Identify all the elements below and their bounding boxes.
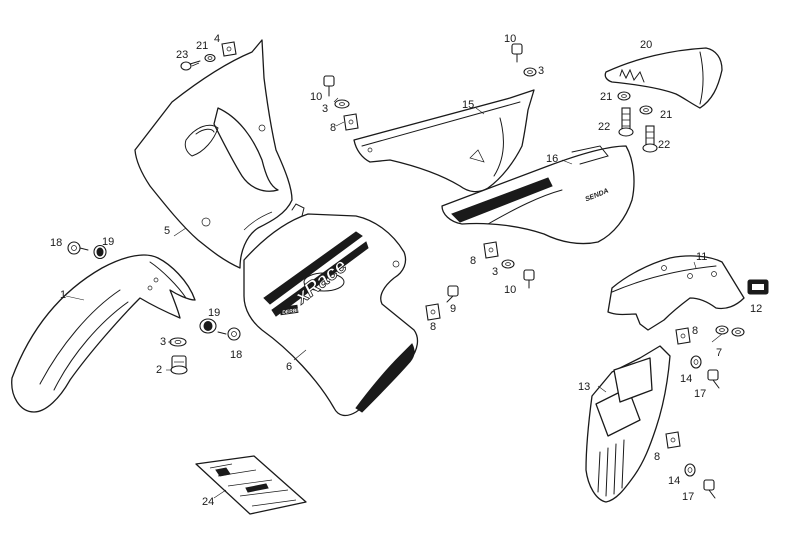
callout-20: 20 bbox=[640, 39, 652, 51]
bolt-10-top bbox=[511, 43, 523, 63]
callout-19-right: 19 bbox=[208, 307, 220, 319]
callout-17-upper: 17 bbox=[694, 388, 706, 400]
number-plate-cover bbox=[243, 203, 419, 417]
nut-clip-8-center bbox=[343, 113, 359, 131]
callout-17-lower: 17 bbox=[682, 491, 694, 503]
fastener-18-left bbox=[67, 241, 89, 255]
callout-6: 6 bbox=[286, 361, 292, 373]
callout-3-front: 3 bbox=[160, 336, 166, 348]
bolt-10-center bbox=[323, 75, 335, 97]
clip-4 bbox=[221, 41, 237, 57]
washer-3-front bbox=[169, 337, 187, 347]
callout-3-lower: 3 bbox=[492, 266, 498, 278]
callout-22-left: 22 bbox=[598, 121, 610, 133]
sticker-sheet-24 bbox=[195, 455, 307, 515]
callout-9: 9 bbox=[450, 303, 456, 315]
clip-12 bbox=[747, 279, 769, 295]
callout-21-cowl-right: 21 bbox=[660, 109, 672, 121]
callout-14-lower: 14 bbox=[668, 475, 680, 487]
screw-23 bbox=[180, 60, 201, 71]
callout-18-right: 18 bbox=[230, 349, 242, 361]
front-mudguard bbox=[11, 254, 196, 413]
nut-clip-8-right-upper bbox=[675, 327, 691, 345]
callout-labels: 1 2 3 3 3 3 4 5 6 7 8 8 8 8 8 9 10 10 10… bbox=[50, 33, 762, 508]
callout-21-cowl-left: 21 bbox=[600, 91, 612, 103]
side-panel-left bbox=[134, 39, 293, 269]
bolt-10-lower bbox=[523, 269, 535, 289]
tail-bracket-11 bbox=[607, 255, 745, 331]
washer-3-top bbox=[523, 67, 537, 77]
decal-brand: DERBI bbox=[282, 308, 299, 316]
side-panel-15 bbox=[353, 89, 535, 193]
callout-13: 13 bbox=[578, 381, 590, 393]
washer-14-lower bbox=[684, 463, 696, 477]
callout-8-mid: 8 bbox=[430, 321, 436, 333]
washer-21-cowl-right bbox=[639, 105, 653, 115]
callout-10-center: 10 bbox=[310, 91, 322, 103]
callout-16: 16 bbox=[546, 153, 558, 165]
callout-4: 4 bbox=[214, 33, 220, 45]
callout-19-left: 19 bbox=[102, 236, 114, 248]
washer-14-upper bbox=[690, 355, 702, 369]
callout-8-right-upper: 8 bbox=[692, 325, 698, 337]
callout-18-left: 18 bbox=[50, 237, 62, 249]
leader-lines bbox=[65, 97, 723, 499]
callout-14-upper: 14 bbox=[680, 373, 692, 385]
fastener-18-right bbox=[217, 327, 241, 341]
callout-10-top: 10 bbox=[504, 33, 516, 45]
washer-3-lower bbox=[501, 259, 515, 269]
bolt-17-upper bbox=[707, 369, 720, 389]
stud-22-right bbox=[642, 125, 658, 153]
callout-5: 5 bbox=[164, 225, 170, 237]
bolt-9 bbox=[446, 285, 459, 303]
callout-8-lower: 8 bbox=[470, 255, 476, 267]
seat-cowl-20 bbox=[604, 47, 723, 109]
callout-11: 11 bbox=[696, 251, 707, 263]
grommet-19-right bbox=[199, 318, 217, 334]
bolt-2 bbox=[170, 355, 188, 375]
washer-3-center bbox=[334, 99, 350, 109]
callout-1: 1 bbox=[60, 289, 66, 301]
washer-21-top bbox=[204, 53, 216, 63]
callout-24: 24 bbox=[202, 496, 214, 508]
bolt-17-lower bbox=[703, 479, 716, 499]
callout-3-top: 3 bbox=[538, 65, 544, 77]
nut-clip-8-mid bbox=[425, 303, 441, 321]
callout-23: 23 bbox=[176, 49, 188, 61]
rear-mudguard-13 bbox=[585, 345, 671, 503]
callout-8-right-lower: 8 bbox=[654, 451, 660, 463]
callout-15: 15 bbox=[462, 99, 474, 111]
grommet-19-left bbox=[93, 244, 107, 260]
callout-2: 2 bbox=[156, 364, 162, 376]
callout-3-center: 3 bbox=[322, 103, 328, 115]
callout-22-right: 22 bbox=[658, 139, 670, 151]
callout-8-center: 8 bbox=[330, 122, 336, 134]
stud-22-left bbox=[618, 107, 634, 137]
callout-12: 12 bbox=[750, 303, 762, 315]
nut-clip-8-right-lower bbox=[665, 431, 681, 449]
washers-7 bbox=[715, 325, 745, 337]
side-panel-16 bbox=[441, 145, 635, 245]
callout-10-lower: 10 bbox=[504, 284, 516, 296]
nut-clip-8-lower bbox=[483, 241, 499, 259]
callout-21-top: 21 bbox=[196, 40, 208, 52]
washer-21-cowl-left bbox=[617, 91, 631, 101]
callout-7: 7 bbox=[716, 347, 722, 359]
